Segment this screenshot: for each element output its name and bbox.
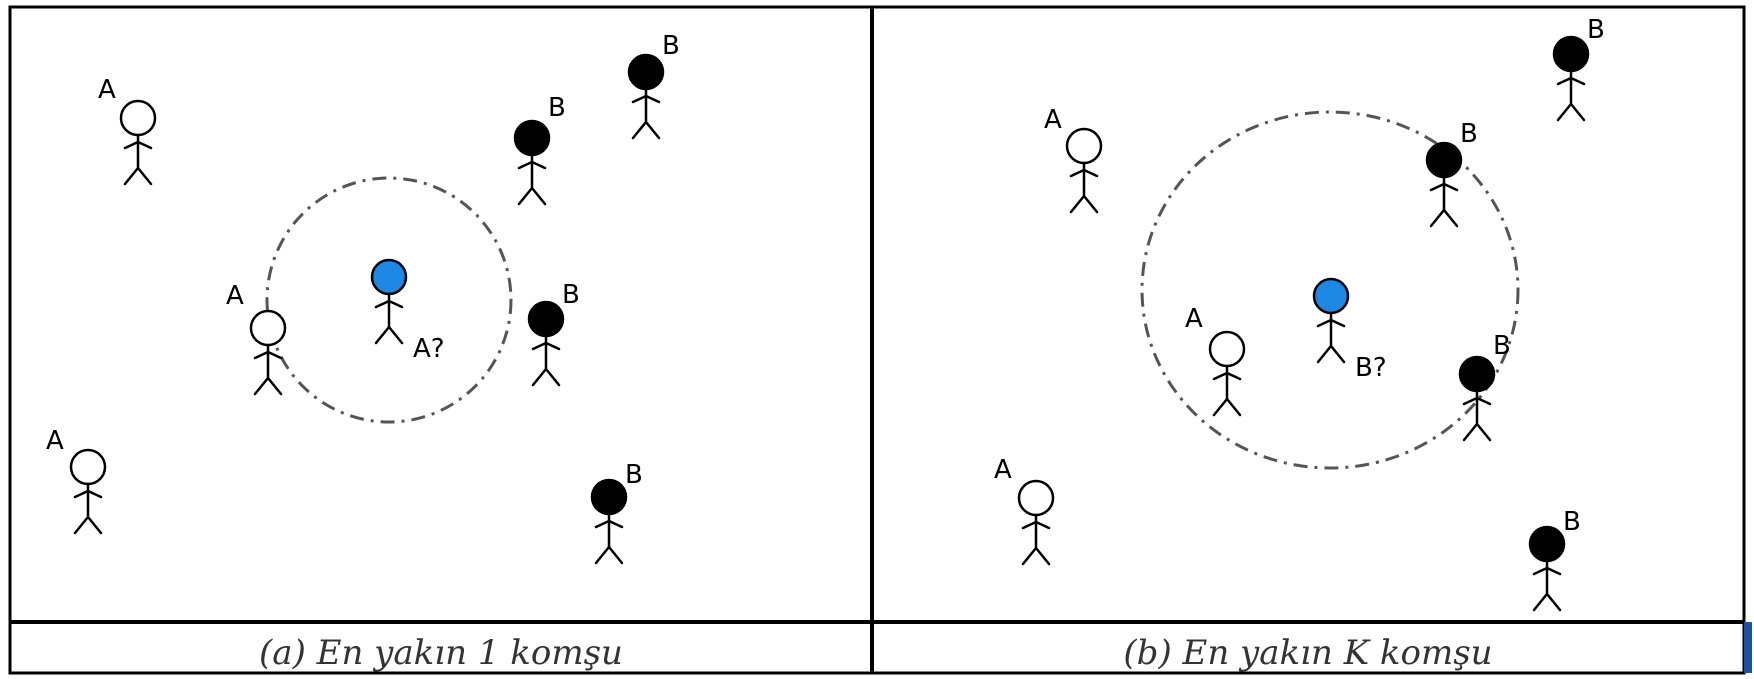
class-label: B: [562, 280, 580, 310]
person-class-a: A: [1044, 105, 1101, 212]
person-class-a: A: [46, 426, 105, 533]
panel-caption: (a) En yakın 1 komşu: [259, 633, 623, 673]
person-class-b: B: [1530, 507, 1581, 610]
class-label: A: [1185, 304, 1203, 334]
query-person: B?: [1314, 279, 1387, 383]
person-class-b: B: [1427, 119, 1478, 226]
class-label: B: [548, 93, 566, 123]
class-label: A: [1044, 105, 1062, 135]
person-class-b: B: [592, 460, 643, 563]
panel-a: A A A B B B B: [46, 31, 680, 673]
class-label: B: [1563, 507, 1581, 537]
person-class-a: A: [1185, 304, 1244, 415]
person-class-a: A: [226, 281, 285, 394]
person-class-b: B: [629, 31, 680, 138]
class-label: A: [994, 455, 1012, 485]
class-label: B: [1460, 119, 1478, 149]
class-label: A: [226, 281, 244, 311]
person-class-b: B: [1554, 15, 1605, 120]
class-label: A: [46, 426, 64, 456]
class-label: B: [625, 460, 643, 490]
person-class-b: B: [529, 280, 580, 385]
person-class-b: B: [1460, 331, 1511, 440]
person-class-a: A: [98, 75, 155, 184]
query-label: A?: [413, 334, 445, 364]
person-class-a: A: [994, 455, 1053, 564]
class-label: B: [662, 31, 680, 61]
person-class-b: B: [515, 93, 566, 204]
query-label: B?: [1355, 353, 1387, 383]
class-label: B: [1587, 15, 1605, 45]
panel-caption: (b) En yakın K komşu: [1123, 633, 1492, 673]
query-person: A?: [372, 260, 445, 364]
class-label: B: [1493, 331, 1511, 361]
class-label: A: [98, 75, 116, 105]
panel-b: A A A B B B B: [994, 15, 1605, 673]
edge-mark: [1744, 622, 1752, 673]
